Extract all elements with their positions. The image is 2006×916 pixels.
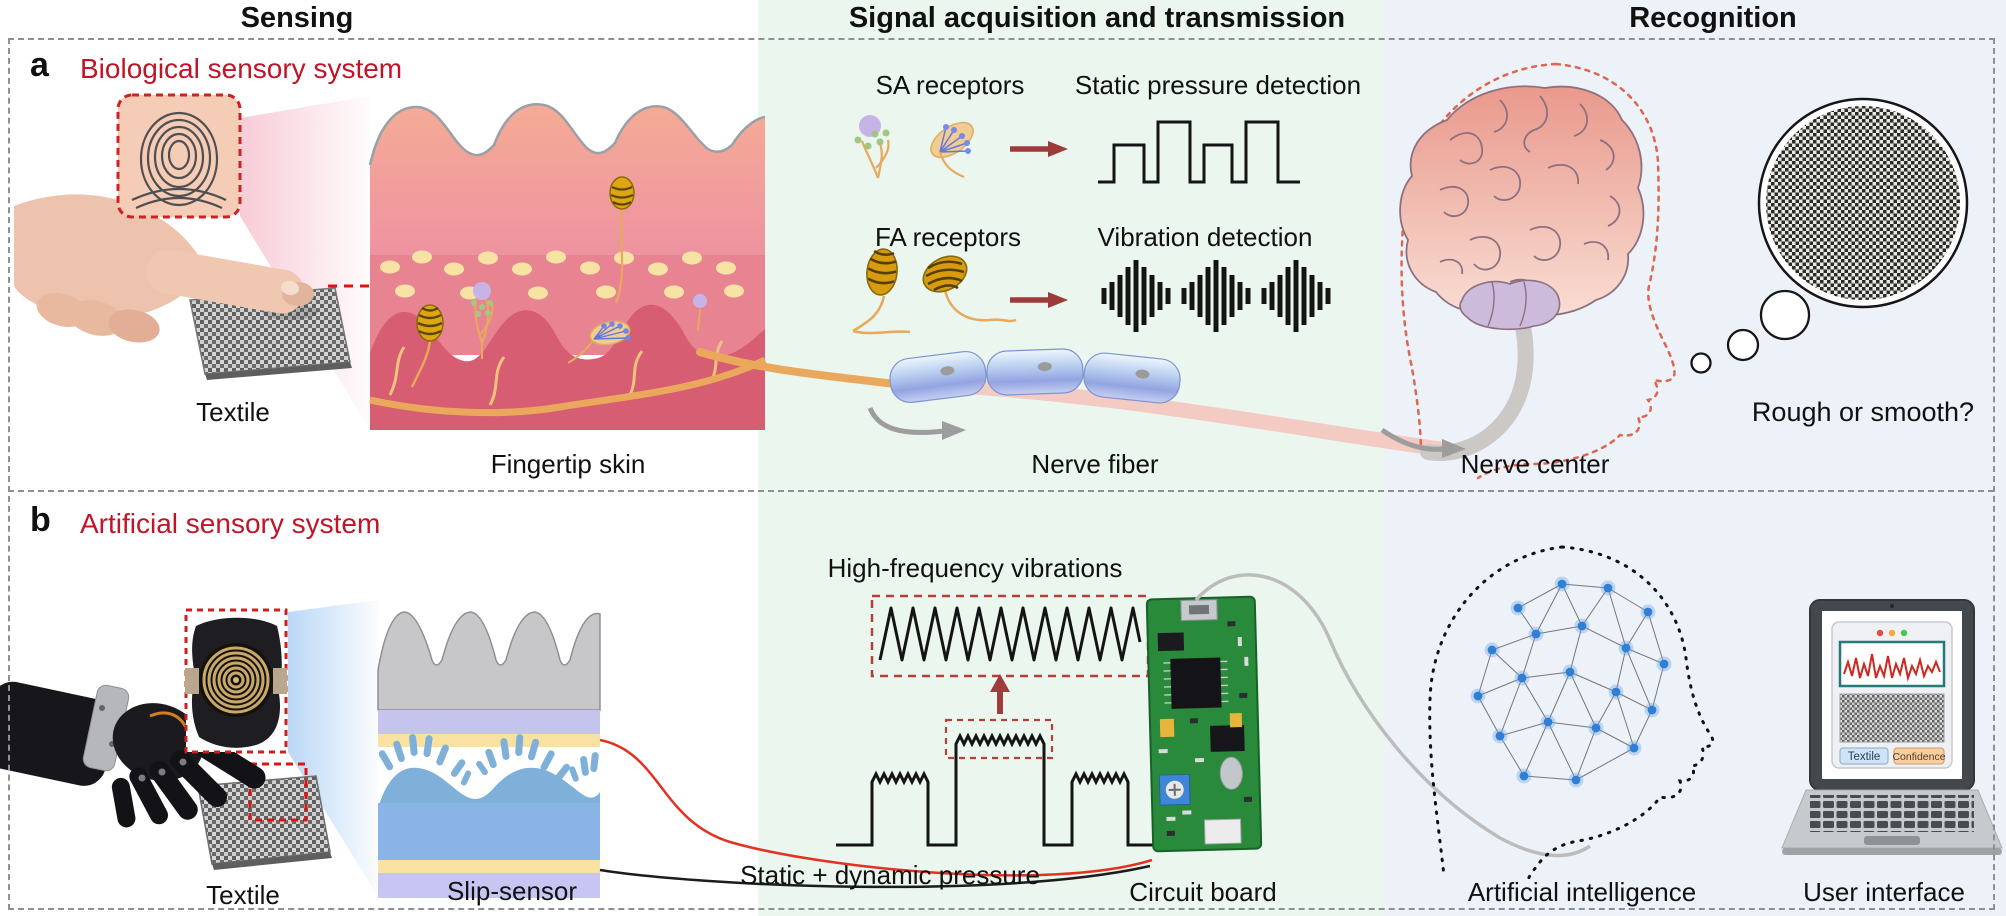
column-header-sensing: Sensing xyxy=(240,2,354,34)
label-vibration-detection: Vibration detection xyxy=(1097,222,1313,252)
caption-user-interface: User interface xyxy=(1803,877,1965,907)
column-header-recognition: Recognition xyxy=(1629,2,1797,34)
caption-nerve-fiber: Nerve fiber xyxy=(1031,449,1159,479)
panel-label-b: b xyxy=(30,501,51,539)
caption-textile-a: Textile xyxy=(196,397,270,427)
label-static-dynamic-pressure: Static + dynamic pressure xyxy=(740,860,1040,890)
panel-title-biological: Biological sensory system xyxy=(80,53,403,84)
label-fa-receptors: FA receptors xyxy=(875,222,1021,252)
caption-textile-b: Textile xyxy=(206,880,280,910)
caption-nerve-center: Nerve center xyxy=(1460,449,1610,479)
caption-fingertip-skin: Fingertip skin xyxy=(490,449,646,479)
figure-border xyxy=(8,38,1995,910)
caption-artificial-intelligence: Artificial intelligence xyxy=(1467,877,1697,907)
caption-slip-sensor: Slip-sensor xyxy=(446,876,578,906)
caption-circuit-board: Circuit board xyxy=(1129,877,1277,907)
column-header-acquisition: Signal acquisition and transmission xyxy=(848,2,1346,34)
panel-label-a: a xyxy=(30,46,49,84)
label-sa-receptors: SA receptors xyxy=(875,70,1025,100)
panel-title-artificial: Artificial sensory system xyxy=(80,508,381,539)
label-static-pressure-detection: Static pressure detection xyxy=(1074,70,1362,100)
row-divider xyxy=(8,490,1994,492)
label-high-frequency-vibrations: High-frequency vibrations xyxy=(827,553,1123,583)
label-rough-or-smooth: Rough or smooth? xyxy=(1751,397,1975,427)
